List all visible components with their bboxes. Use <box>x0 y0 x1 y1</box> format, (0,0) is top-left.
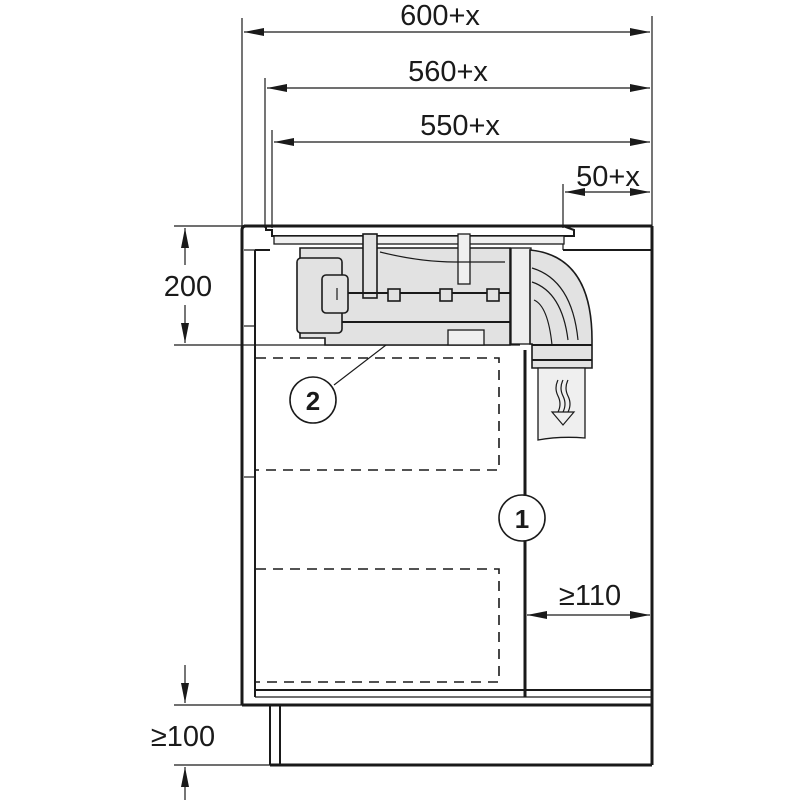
dimension-600x: 600+x <box>241 0 653 226</box>
dimension-label-50x: 50+x <box>576 161 640 193</box>
callout-1: 1 <box>498 494 546 542</box>
airflow-arrow-icon <box>550 379 576 426</box>
dimension-label-560x: 560+x <box>408 56 488 88</box>
dimension-50x: 50+x <box>562 161 650 228</box>
appliance-unit <box>296 233 512 346</box>
callout-2: 2 <box>289 344 387 424</box>
callout-1-label: 1 <box>515 504 529 534</box>
drawer-upper <box>256 357 500 471</box>
dimension-550x: 550+x <box>271 110 650 228</box>
drawer-lower <box>256 568 500 683</box>
dimension-label-550x: 550+x <box>420 110 500 142</box>
duct-elbow <box>510 247 593 441</box>
plinth <box>269 705 652 767</box>
dimension-200: 200 <box>164 225 520 346</box>
dimension-560x: 560+x <box>264 56 650 228</box>
dimension-label-110: ≥110 <box>559 580 621 612</box>
cabinet <box>240 224 654 765</box>
dimension-label-100: ≥100 <box>151 721 215 753</box>
cooktop-frame <box>265 225 575 245</box>
dimension-label-600x: 600+x <box>400 0 480 32</box>
dimension-plinth: ≥100 <box>151 665 270 800</box>
callout-2-label: 2 <box>306 386 320 416</box>
dimension-110: ≥110 <box>527 580 650 619</box>
dimension-label-200: 200 <box>164 271 212 303</box>
